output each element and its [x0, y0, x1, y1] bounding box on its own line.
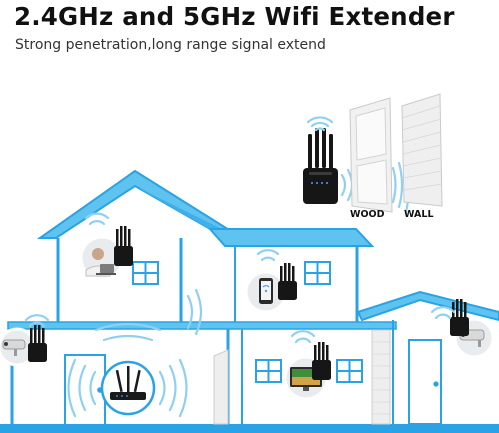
- wifi-signal-icon: [256, 249, 280, 262]
- wifi-router-icon: [100, 360, 156, 416]
- wifi-signal-icon: [430, 306, 456, 320]
- window-icon: [132, 261, 159, 285]
- window-icon: [336, 359, 363, 383]
- wifi-extender-icon: [278, 263, 297, 300]
- brick-wall-icon: [371, 329, 391, 425]
- wifi-extender-icon: [303, 128, 338, 204]
- page-title: 2.4GHz and 5GHz Wifi Extender: [14, 2, 455, 31]
- door-icon: [408, 339, 442, 425]
- wifi-extender-icon: [114, 226, 133, 266]
- laptop-icon: [79, 235, 125, 281]
- house-structure: [0, 169, 499, 433]
- brick-wall-icon: [401, 93, 443, 207]
- wood-door-icon: [349, 97, 393, 213]
- door-icon: [213, 349, 229, 425]
- page-subtitle: Strong penetration,long range signal ext…: [15, 37, 326, 53]
- wood-label: WOOD: [350, 209, 385, 220]
- wifi-signal-icon: [290, 330, 316, 344]
- wifi-signal-icon: [24, 212, 203, 418]
- wall-label: WALL: [404, 209, 434, 220]
- window-icon: [255, 359, 282, 383]
- wifi-extender-icon: [28, 325, 47, 362]
- window-icon: [304, 261, 331, 285]
- wifi-extender-icon: [312, 342, 331, 380]
